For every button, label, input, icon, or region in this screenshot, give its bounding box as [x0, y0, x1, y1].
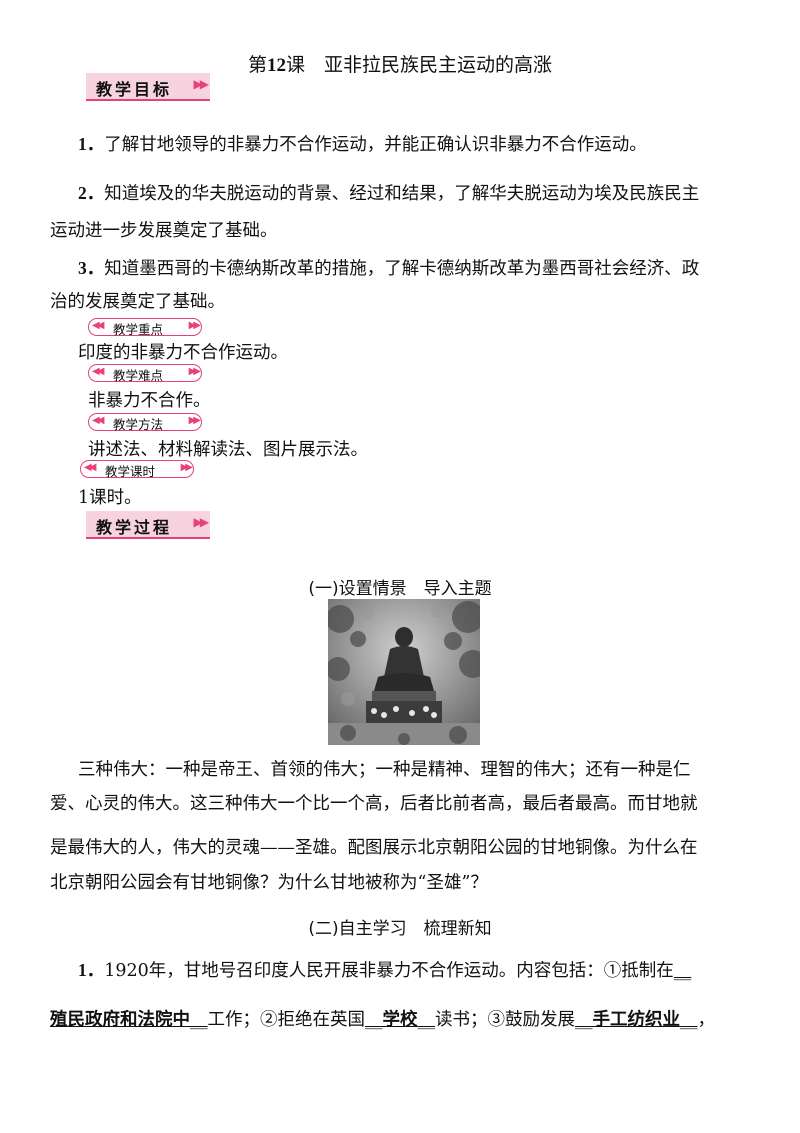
focus-heading-label: 教学重点	[113, 322, 164, 337]
question-text: 工作；②拒绝在英国	[207, 1010, 366, 1030]
objective-number: 2．	[78, 183, 105, 203]
intro-line-2: 爱、心灵的伟大。这三种伟大一个比一个高，后者比前者高，最后者最高。而甘地就	[50, 794, 698, 814]
double-arrow-right-icon: ▶▶	[188, 415, 202, 426]
process-heading-label: 教学过程	[96, 518, 173, 537]
objective-text: 运动进一步发展奠定了基础。	[50, 221, 278, 241]
answer-2: 学校	[382, 1010, 418, 1030]
blank: __	[365, 1010, 383, 1030]
blank: __	[190, 1010, 208, 1030]
double-arrow-right-icon: ▶▶	[193, 77, 210, 91]
double-arrow-right-icon: ▶▶	[188, 366, 202, 377]
question-text: 读书；③鼓励发展	[435, 1010, 575, 1030]
objective-number: 3．	[78, 258, 105, 278]
blank: __	[417, 1010, 436, 1030]
section-2-title: (二)自主学习 梳理新知	[308, 919, 492, 939]
objective-2: 2．知道埃及的华夫脱运动的背景、经过和结果，了解华夫脱运动为埃及民族民主	[78, 183, 786, 204]
blank: __	[680, 1010, 698, 1030]
intro-line-1: 三种伟大：一种是帝王、首领的伟大；一种是精神、理智的伟大；还有一种是仁	[78, 760, 691, 780]
objective-text: 治的发展奠定了基础。	[50, 292, 225, 312]
question-number: 1．	[78, 960, 105, 980]
method-text: 讲述法、材料解读法、图片展示法。	[88, 440, 368, 460]
double-arrow-right-icon: ▶▶	[193, 515, 210, 529]
answer-1: 殖民政府和法院中	[50, 1010, 190, 1030]
difficulty-heading-label: 教学难点	[113, 368, 164, 383]
intro-line-4: 北京朝阳公园会有甘地铜像？为什么甘地被称为“圣雄”？	[50, 873, 488, 893]
question-text: ，	[697, 1010, 716, 1030]
lesson-prefix: 第	[247, 54, 267, 76]
blank: __	[575, 1010, 593, 1030]
objectives-heading: 教学目标 ▶▶	[86, 73, 210, 101]
double-arrow-left-icon: ◀◀	[92, 415, 105, 426]
objective-text: 知道埃及的华夫脱运动的背景、经过和结果，了解华夫脱运动为埃及民族民主	[104, 184, 700, 204]
objective-3-cont: 治的发展奠定了基础。	[50, 292, 758, 312]
double-arrow-left-icon: ◀◀	[92, 366, 105, 377]
process-heading: 教学过程 ▶▶	[86, 511, 210, 539]
difficulty-heading: ◀◀ 教学难点 ▶▶	[88, 364, 202, 383]
objectives-heading-label: 教学目标	[96, 80, 173, 99]
question-1-line-1: 1．1920年，甘地号召印度人民开展非暴力不合作运动。内容包括：①抵制在__	[78, 960, 786, 981]
double-arrow-left-icon: ◀◀	[92, 320, 105, 331]
question-1-line-2: 殖民政府和法院中__工作；②拒绝在英国__学校__读书；③鼓励发展__手工纺织业…	[50, 1010, 758, 1030]
objective-number: 1．	[78, 134, 105, 154]
gandhi-statue-photo	[328, 599, 480, 745]
lesson-title: 第12课 亚非拉民族民主运动的高涨	[0, 50, 800, 77]
hours-heading: ◀◀ 教学课时 ▶▶	[80, 460, 194, 479]
method-heading: ◀◀ 教学方法 ▶▶	[88, 413, 202, 432]
answer-3: 手工纺织业	[592, 1010, 681, 1030]
intro-line-3: 是最伟大的人，伟大的灵魂——圣雄。配图展示北京朝阳公园的甘地铜像。为什么在	[50, 838, 698, 858]
method-heading-label: 教学方法	[113, 417, 164, 432]
focus-text: 印度的非暴力不合作运动。	[78, 343, 288, 363]
hours-heading-label: 教学课时	[105, 464, 156, 479]
lesson-name: 亚非拉民族民主运动的高涨	[324, 54, 553, 76]
focus-heading: ◀◀ 教学重点 ▶▶	[88, 318, 202, 337]
question-text: 1920年，甘地号召印度人民开展非暴力不合作运动。内容包括：①抵制在	[104, 961, 674, 981]
lesson-suffix: 课	[285, 54, 305, 76]
hours-text: 1课时。	[78, 488, 142, 508]
section-1-title: (一)设置情景 导入主题	[308, 579, 492, 599]
double-arrow-left-icon: ◀◀	[84, 462, 97, 473]
objective-text: 了解甘地领导的非暴力不合作运动，并能正确认识非暴力不合作运动。	[104, 135, 647, 155]
double-arrow-right-icon: ▶▶	[180, 462, 194, 473]
double-arrow-right-icon: ▶▶	[188, 320, 202, 331]
objective-text: 知道墨西哥的卡德纳斯改革的措施，了解卡德纳斯改革为墨西哥社会经济、政	[104, 259, 700, 279]
difficulty-text: 非暴力不合作。	[88, 391, 211, 411]
lesson-number: 12	[266, 55, 286, 76]
objective-1: 1．了解甘地领导的非暴力不合作运动，并能正确认识非暴力不合作运动。	[78, 134, 786, 155]
blank: __	[673, 961, 692, 981]
objective-2-cont: 运动进一步发展奠定了基础。	[50, 221, 758, 241]
objective-3: 3．知道墨西哥的卡德纳斯改革的措施，了解卡德纳斯改革为墨西哥社会经济、政	[78, 258, 786, 279]
gandhi-statue-image	[328, 599, 480, 745]
